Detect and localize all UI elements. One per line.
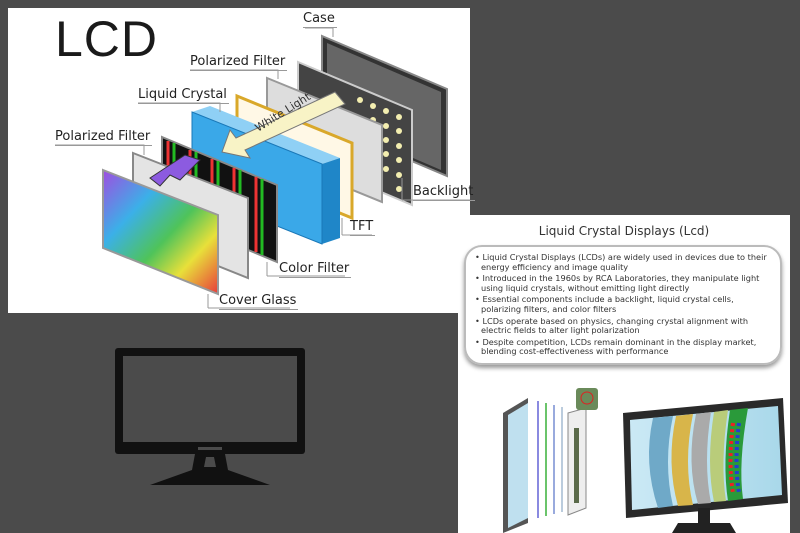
bullet-item: Essential components include a backlight… <box>474 295 772 314</box>
info-panel: Liquid Crystal Displays (Lcd) Liquid Cry… <box>458 215 790 533</box>
label-backlight: Backlight <box>413 184 476 201</box>
lcd-layers-illustration: White Light <box>55 27 470 309</box>
bullet-item: Introduced in the 1960s by RCA Laborator… <box>474 273 772 293</box>
label-cover-glass: Cover Glass <box>219 293 299 310</box>
exploded-lcd-illustration <box>503 388 598 533</box>
label-case: Case <box>303 11 337 28</box>
color-light-arrow <box>149 154 201 187</box>
bullet-item: Despite competition, LCDs remain dominan… <box>474 337 772 357</box>
label-polarized-filter-front: Polarized Filter <box>55 129 153 146</box>
cover-glass-layer <box>102 168 219 296</box>
label-tft: TFT <box>350 219 376 236</box>
label-color-filter: Color Filter <box>279 261 352 278</box>
monitor-icon <box>115 348 305 485</box>
diagram-title: LCD <box>55 11 159 67</box>
label-liquid-crystal: Liquid Crystal <box>138 87 229 104</box>
bullet-item: Liquid Crystal Displays (LCDs) are widel… <box>474 252 772 272</box>
label-polarized-filter-back: Polarized Filter <box>190 54 288 71</box>
backlight-dots <box>357 97 402 192</box>
white-light-arrow <box>221 91 346 159</box>
bullet-item: LCDs operate based on physics, changing … <box>474 316 772 336</box>
info-bullets-box: Liquid Crystal Displays (LCDs) are widel… <box>464 245 782 365</box>
info-title: Liquid Crystal Displays (Lcd) <box>538 224 710 238</box>
lcd-monitor-illustration <box>623 398 788 533</box>
